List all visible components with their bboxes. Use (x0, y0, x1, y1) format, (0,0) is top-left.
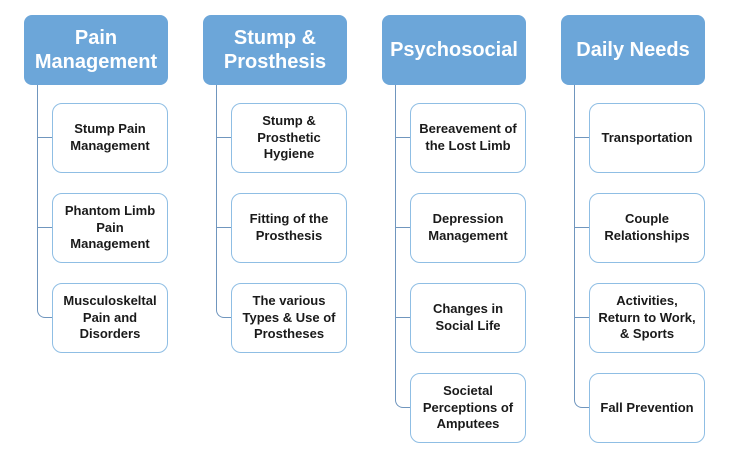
connector-stub (216, 227, 232, 228)
topic-box-stump-prosthetic-hygiene: Stump & Prosthetic Hygiene (231, 103, 347, 173)
topic-box-depression-management: Depression Management (410, 193, 526, 263)
topic-box-musculoskeltal-pain-and-disorders: Musculoskeltal Pain and Disorders (52, 283, 168, 353)
connector-elbow (216, 85, 232, 318)
connector-stub (37, 137, 53, 138)
category-header-psychosocial: Psychosocial (382, 15, 526, 85)
connector-stub (395, 317, 411, 318)
category-header-pain-management: Pain Management (24, 15, 168, 85)
branch-pain-management: Pain Management Stump Pain Management Ph… (24, 15, 168, 463)
connector-stub (574, 137, 590, 138)
branch-stump-prosthesis: Stump & Prosthesis Stump & Prosthetic Hy… (203, 15, 347, 463)
topic-box-fitting-of-the-prosthesis: Fitting of the Prosthesis (231, 193, 347, 263)
topic-box-phantom-limb-pain-management: Phantom Limb Pain Management (52, 193, 168, 263)
topic-box-societal-perceptions-of-amputees: Societal Perceptions of Amputees (410, 373, 526, 443)
topic-box-stump-pain-management: Stump Pain Management (52, 103, 168, 173)
connector-elbow (395, 85, 411, 408)
category-header-stump-prosthesis: Stump & Prosthesis (203, 15, 347, 85)
connector-stub (574, 317, 590, 318)
topic-box-changes-in-social-life: Changes in Social Life (410, 283, 526, 353)
topic-box-activities-return-to-work-sports: Activities, Return to Work, & Sports (589, 283, 705, 353)
topic-box-bereavement-of-the-lost-limb: Bereavement of the Lost Limb (410, 103, 526, 173)
connector-stub (216, 137, 232, 138)
connector-elbow (37, 85, 53, 318)
topic-box-fall-prevention: Fall Prevention (589, 373, 705, 443)
connector-stub (395, 227, 411, 228)
category-header-daily-needs: Daily Needs (561, 15, 705, 85)
connector-elbow (574, 85, 590, 408)
topic-box-transportation: Transportation (589, 103, 705, 173)
connector-stub (574, 227, 590, 228)
connector-stub (37, 227, 53, 228)
branch-psychosocial: Psychosocial Bereavement of the Lost Lim… (382, 15, 526, 463)
branch-daily-needs: Daily Needs Transportation Couple Relati… (561, 15, 705, 463)
topic-box-couple-relationships: Couple Relationships (589, 193, 705, 263)
connector-stub (395, 137, 411, 138)
topic-box-types-use-of-prostheses: The various Types & Use of Prostheses (231, 283, 347, 353)
